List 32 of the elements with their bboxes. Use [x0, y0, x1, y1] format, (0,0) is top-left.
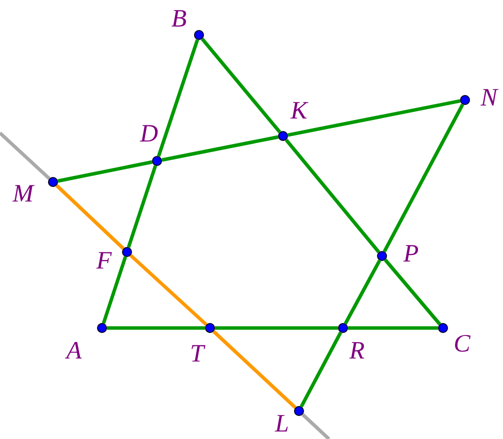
line-segment — [384, 258, 442, 326]
line-segment — [288, 99, 460, 137]
line-segment — [348, 326, 438, 330]
line-segment — [55, 184, 125, 250]
line — [0, 132, 51, 180]
point-label: T — [190, 342, 204, 366]
point-label: A — [66, 338, 82, 364]
line-segment — [382, 104, 464, 252]
line-segment — [107, 326, 205, 330]
line-segment — [58, 160, 152, 183]
line-segment — [215, 326, 338, 330]
point-label: N — [480, 86, 498, 110]
point-label: B — [171, 6, 187, 32]
point-label: M — [12, 182, 34, 206]
point-label: D — [140, 122, 158, 146]
line-segment — [126, 165, 158, 248]
point-label: F — [96, 248, 112, 274]
line-segment — [162, 135, 278, 162]
point-label: K — [290, 98, 308, 124]
line-segment — [300, 332, 342, 408]
line-segment — [212, 330, 297, 409]
line-segment — [102, 256, 128, 324]
line — [301, 413, 330, 439]
line-segment — [284, 138, 380, 254]
line-segment — [156, 39, 200, 157]
line-segment — [130, 254, 208, 326]
point-label: C — [454, 332, 470, 356]
point-label: R — [349, 338, 365, 364]
point-label: L — [275, 412, 289, 436]
line-segment — [344, 260, 382, 324]
point-label: P — [403, 242, 419, 266]
line-segment — [200, 38, 282, 134]
